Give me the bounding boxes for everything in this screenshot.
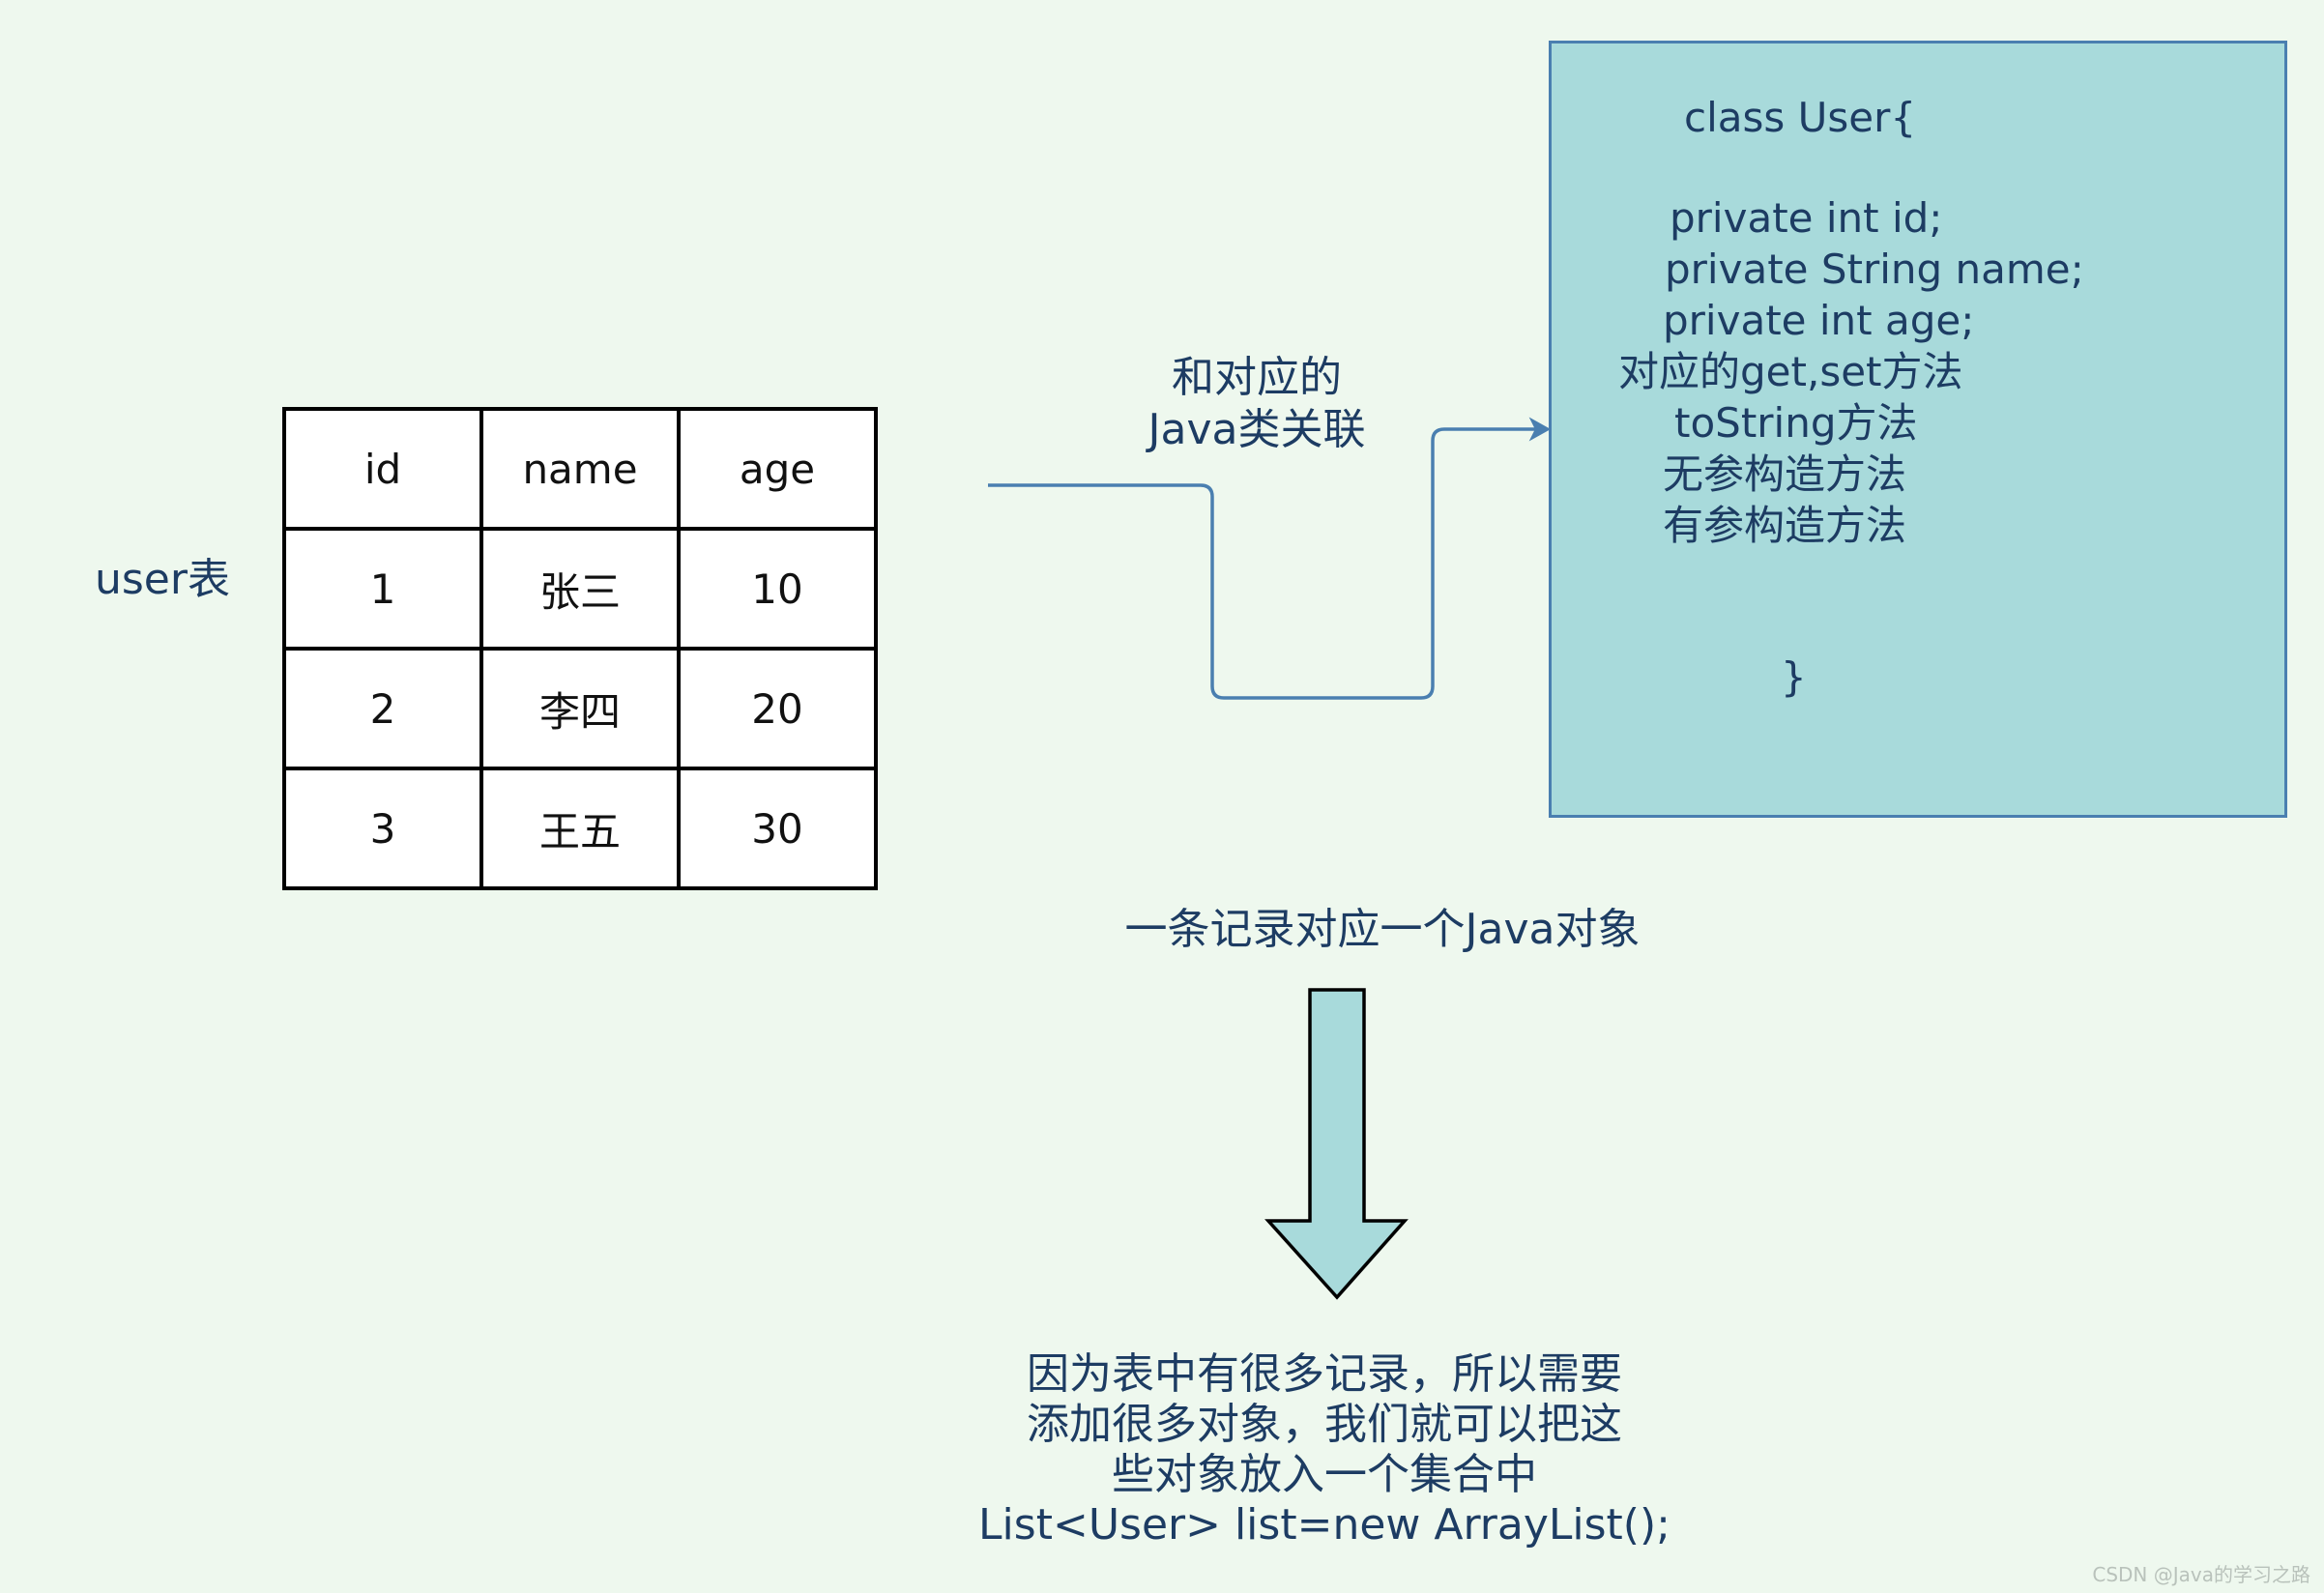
table-header-row: id name age [282, 407, 878, 531]
class-line-no-arg-constructor: 无参构造方法 [1663, 450, 1907, 498]
table-row: 1 张三 10 [282, 527, 878, 651]
cell-name: 张三 [479, 527, 681, 651]
class-line-field-age: private int age; [1663, 297, 1975, 344]
table-row: 2 李四 20 [282, 647, 878, 770]
cell-name: 李四 [479, 647, 681, 770]
watermark: CSDN @Java的学习之路 [2092, 1563, 2310, 1586]
list-caption: 因为表中有很多记录，所以需要 添加很多对象，我们就可以把这 些对象放入一个集合中… [978, 1349, 1670, 1550]
class-line-field-name: private String name; [1665, 246, 2084, 293]
user-table: id name age 1 张三 10 2 李四 20 3 王五 30 [282, 407, 878, 890]
cell-age: 20 [677, 647, 878, 770]
header-id: id [282, 407, 483, 531]
record-caption: 一条记录对应一个Java对象 [1124, 905, 1641, 954]
connector-arrowhead [1528, 417, 1552, 442]
class-line-field-id: private int id; [1670, 194, 1943, 242]
class-line-declaration: class User{ [1684, 94, 1917, 141]
table-row: 3 王五 30 [282, 767, 878, 890]
connector-label: 和对应的 Java类关联 [1147, 353, 1366, 454]
header-age: age [677, 407, 878, 531]
class-line-tostring: toString方法 [1674, 399, 1918, 447]
cell-id: 1 [282, 527, 483, 651]
down-block-arrow [1264, 988, 1409, 1300]
class-line-getters-setters: 对应的get,set方法 [1618, 348, 1963, 395]
cell-age: 30 [677, 767, 878, 890]
cell-age: 10 [677, 527, 878, 651]
table-label: user表 [95, 555, 230, 604]
header-name: name [479, 407, 681, 531]
class-line-closing-brace: } [1781, 653, 1807, 701]
class-definition-box [1549, 41, 2287, 818]
connector-line [988, 427, 1535, 700]
cell-id: 2 [282, 647, 483, 770]
cell-name: 王五 [479, 767, 681, 890]
cell-id: 3 [282, 767, 483, 890]
class-line-arg-constructor: 有参构造方法 [1663, 502, 1907, 549]
